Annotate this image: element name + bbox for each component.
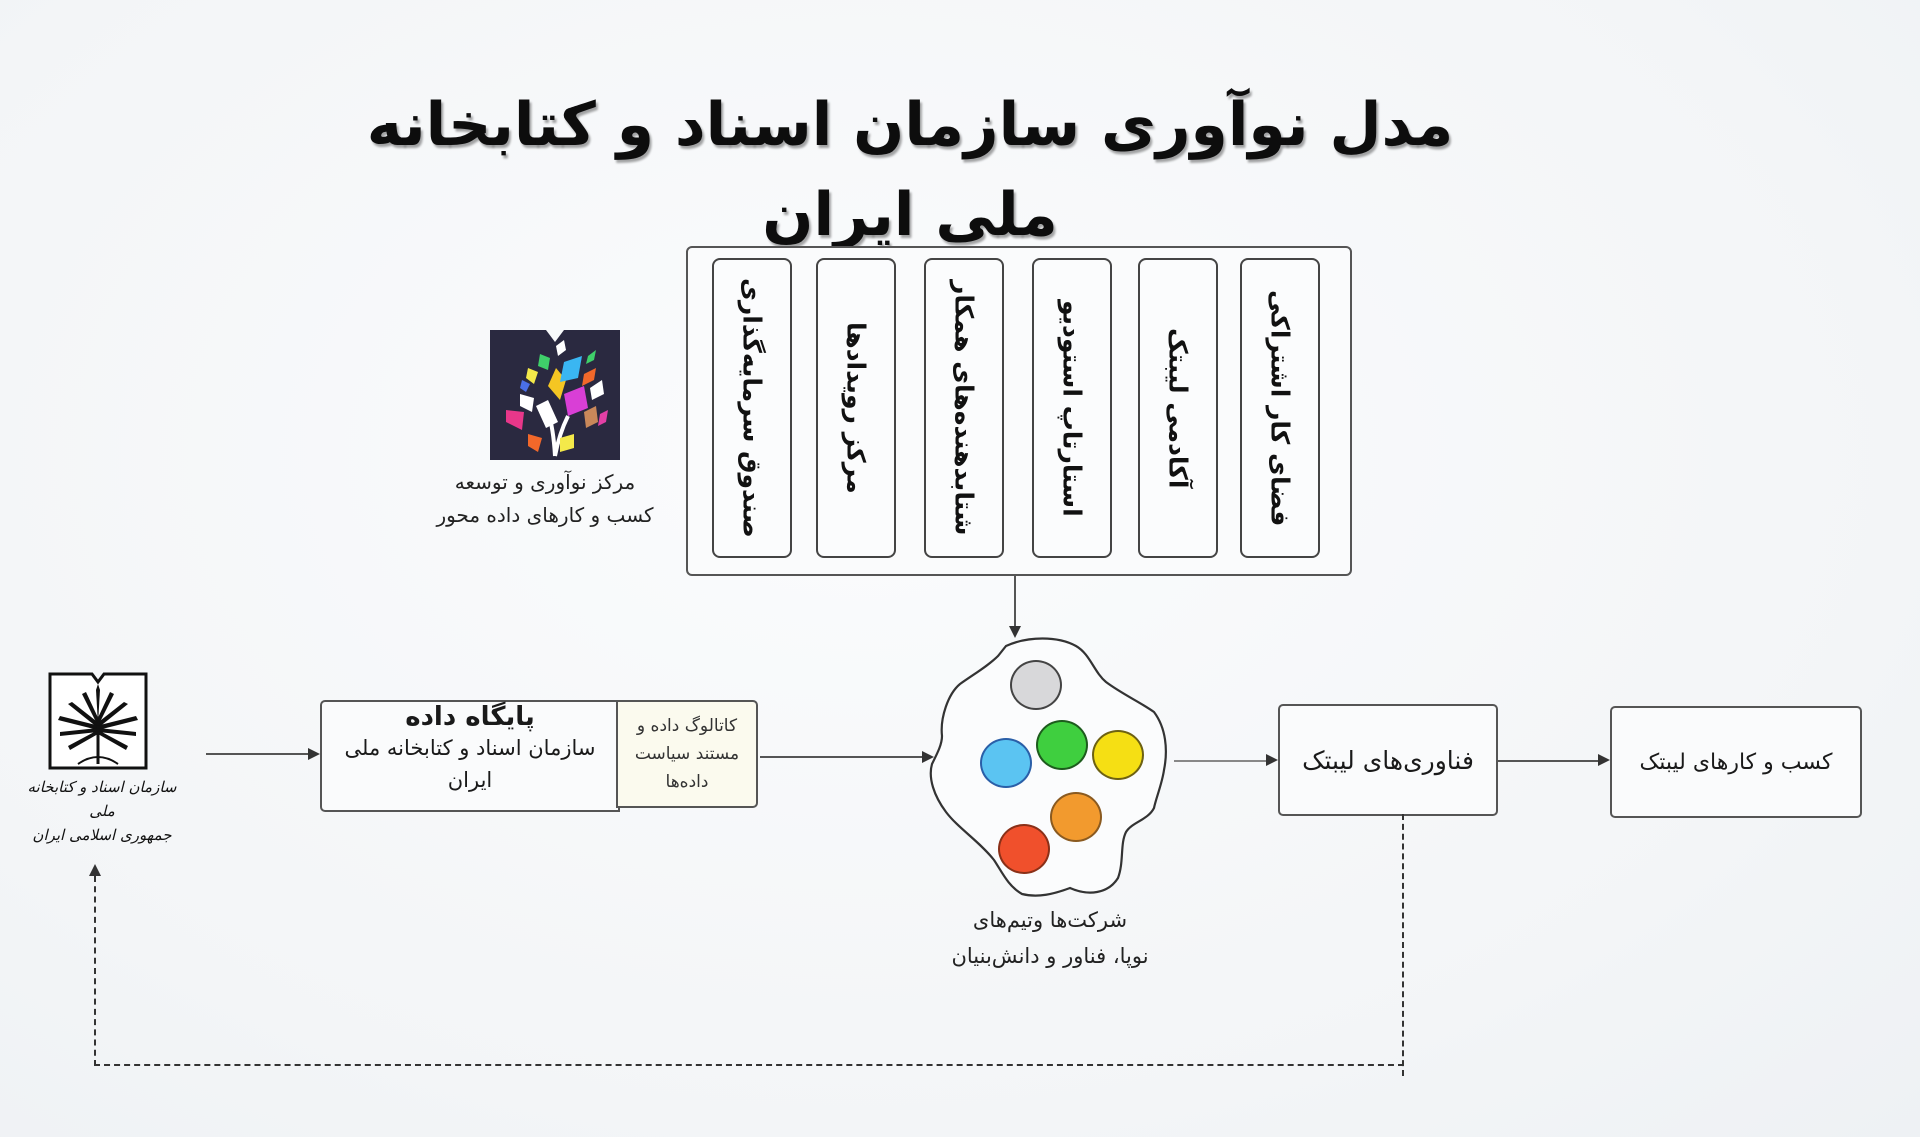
- page-title: مدل نوآوری سازمان اسناد و کتابخانه ملی ا…: [366, 90, 1454, 250]
- arrow-right-icon: [1266, 754, 1278, 766]
- national-library-logo-icon: [48, 672, 148, 770]
- organization-caption: سازمان اسناد و کتابخانه ملی جمهوری اسلام…: [22, 775, 182, 847]
- pillar-coworking-space[interactable]: فضای کار اشتراکی: [1240, 258, 1320, 558]
- organization-caption-line1: سازمان اسناد و کتابخانه ملی: [27, 778, 177, 820]
- arrow-right-icon: [922, 751, 934, 763]
- innovation-center-caption-line2: کسب و کارهای داده محور: [436, 503, 654, 527]
- data-catalog-box[interactable]: کاتالوگ داده و مستند سیاست داده‌ها: [616, 700, 758, 808]
- pillar-label: صندوق سرمایه‌گذاری: [737, 278, 767, 538]
- tree-book-logo-icon: [488, 328, 622, 462]
- pillar-label: شتابدهنده‌های همکار: [949, 280, 979, 536]
- libtech-technologies-label: فناوری‌های لیبتک: [1302, 745, 1474, 775]
- pillar-label: استارتاپ استودیو: [1057, 299, 1087, 517]
- pillar-startup-studio[interactable]: استارتاپ استودیو: [1032, 258, 1112, 558]
- innovation-center-caption: مرکز نوآوری و توسعه کسب و کارهای داده مح…: [420, 466, 670, 532]
- arrow-right-icon: [308, 748, 320, 760]
- connector-startups-to-technologies: [1174, 760, 1268, 762]
- startups-caption-line2: نوپا، فناور و دانش‌بنیان: [951, 944, 1149, 968]
- arrow-up-icon: [89, 864, 101, 876]
- organization-caption-line2: جمهوری اسلامی ایران: [32, 826, 172, 844]
- feedback-loop-up: [94, 876, 96, 1066]
- startups-cluster: [918, 632, 1178, 902]
- feedback-loop-down: [1402, 814, 1404, 1076]
- ecosystem-panel: صندوق سرمایه‌گذاری مرکز رویدادها شتابدهن…: [686, 246, 1352, 576]
- circle-red: [998, 824, 1050, 874]
- startups-caption: شرکت‌ها وتیم‌های نوپا، فناور و دانش‌بنیا…: [920, 902, 1180, 974]
- connector-org-to-database: [206, 753, 310, 755]
- database-box[interactable]: پایگاه داده سازمان اسناد و کتابخانه ملی …: [320, 700, 620, 812]
- connector-panel-to-startups: [1014, 574, 1016, 628]
- pillar-libtech-academy[interactable]: آکادمی لیبتک: [1138, 258, 1218, 558]
- circle-blue: [980, 738, 1032, 788]
- libtech-businesses-label: کسب و کارهای لیبتک: [1639, 749, 1833, 775]
- innovation-center-caption-line1: مرکز نوآوری و توسعه: [454, 470, 636, 494]
- pillar-label: مرکز رویدادها: [841, 322, 871, 494]
- arrow-down-icon: [1009, 626, 1021, 638]
- feedback-loop-bottom: [94, 1064, 1404, 1066]
- pillar-events-center[interactable]: مرکز رویدادها: [816, 258, 896, 558]
- pillar-label: فضای کار اشتراکی: [1265, 289, 1295, 527]
- arrow-right-icon: [1598, 754, 1610, 766]
- database-title: پایگاه داده: [405, 702, 535, 732]
- circle-green: [1036, 720, 1088, 770]
- circle-yellow: [1092, 730, 1144, 780]
- data-catalog-label: کاتالوگ داده و مستند سیاست داده‌ها: [634, 716, 740, 792]
- database-subtitle: سازمان اسناد و کتابخانه ملی ایران: [344, 736, 596, 792]
- connector-technologies-to-businesses: [1496, 760, 1598, 762]
- circle-gray: [1010, 660, 1062, 710]
- pillar-label: آکادمی لیبتک: [1163, 327, 1193, 489]
- startups-caption-line1: شرکت‌ها وتیم‌های: [972, 908, 1128, 932]
- circle-orange: [1050, 792, 1102, 842]
- connector-database-to-startups: [760, 756, 926, 758]
- pillar-partner-accelerators[interactable]: شتابدهنده‌های همکار: [924, 258, 1004, 558]
- libtech-technologies-box[interactable]: فناوری‌های لیبتک: [1278, 704, 1498, 816]
- libtech-businesses-box[interactable]: کسب و کارهای لیبتک: [1610, 706, 1862, 818]
- pillar-investment-fund[interactable]: صندوق سرمایه‌گذاری: [712, 258, 792, 558]
